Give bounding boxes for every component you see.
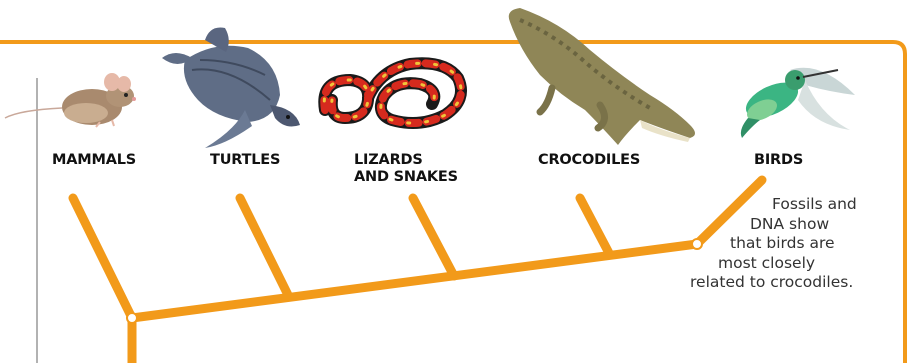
label-crocodiles: CROCODILES bbox=[538, 152, 640, 169]
note-line-3: that birds are bbox=[690, 234, 890, 254]
label-birds: BIRDS bbox=[754, 152, 803, 169]
note-line-1: Fossils and bbox=[690, 195, 890, 215]
branch-mammals bbox=[73, 198, 132, 318]
node-root bbox=[127, 313, 137, 323]
branch-lizards bbox=[413, 198, 454, 276]
label-lizards-line1: LIZARDS bbox=[354, 152, 458, 169]
caption-note: Fossils and DNA show that birds are most… bbox=[690, 195, 890, 293]
note-line-5: related to crocodiles. bbox=[690, 273, 890, 293]
label-lizards: LIZARDS AND SNAKES bbox=[354, 152, 458, 186]
hummingbird-icon bbox=[741, 68, 855, 138]
note-line-2: DNA show bbox=[690, 215, 890, 235]
branch-turtles bbox=[240, 198, 289, 297]
crocodile-icon bbox=[509, 8, 695, 145]
snake-icon bbox=[324, 63, 461, 123]
label-lizards-line2: AND SNAKES bbox=[354, 169, 458, 186]
label-mammals: MAMMALS bbox=[52, 152, 136, 169]
note-line-4: most closely bbox=[690, 254, 890, 274]
label-turtles: TURTLES bbox=[210, 152, 280, 169]
branch-crocodiles bbox=[580, 198, 610, 255]
tree-branches bbox=[73, 180, 762, 363]
turtle-icon bbox=[162, 28, 300, 149]
mouse-icon bbox=[5, 73, 136, 127]
